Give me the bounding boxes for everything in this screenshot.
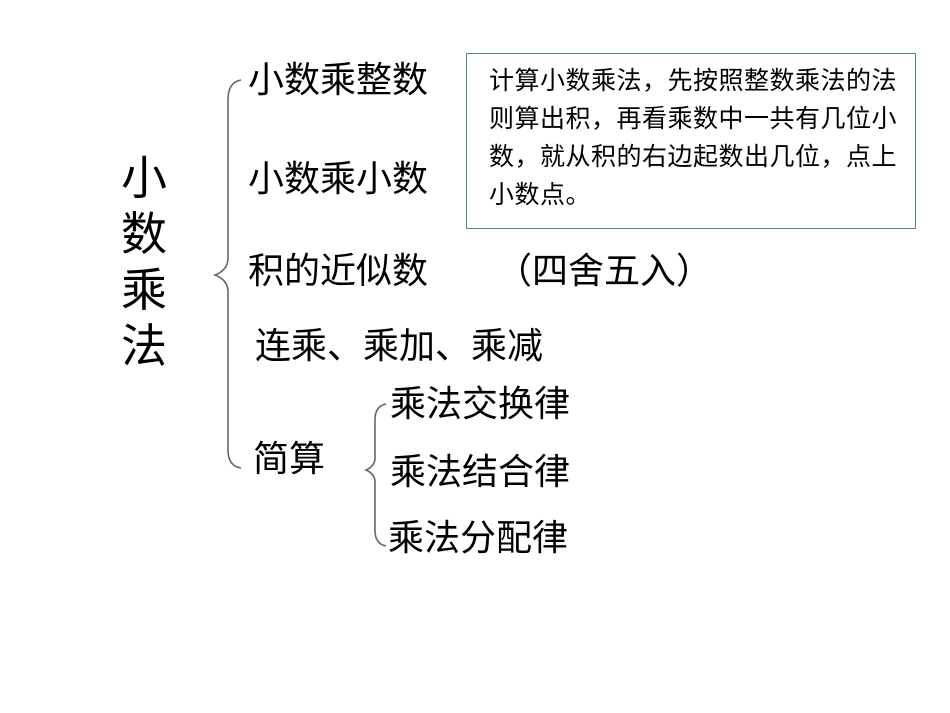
law-distributive: 乘法分配律 bbox=[388, 518, 569, 559]
main-title-char: 小 bbox=[121, 151, 167, 205]
branch-mixed-operations: 连乘、乘加、乘减 bbox=[255, 326, 544, 367]
branch-decimal-times-integer: 小数乘整数 bbox=[248, 60, 429, 101]
main-title: 小 数 乘 法 bbox=[112, 150, 176, 374]
main-title-char: 乘 bbox=[121, 263, 167, 317]
law-associative: 乘法结合律 bbox=[390, 452, 571, 493]
note-box: 计算小数乘法，先按照整数乘法的法则算出积，再看乘数中一共有几位小数，就从积的右边… bbox=[466, 53, 916, 229]
branch-simplification: 简算 bbox=[253, 439, 326, 480]
branch-product-approximation: 积的近似数 bbox=[248, 251, 429, 292]
laws-brace bbox=[364, 403, 387, 547]
main-title-char: 数 bbox=[121, 207, 167, 261]
branch-rounding-note: （四舍五入） bbox=[496, 251, 713, 292]
branch-decimal-times-decimal: 小数乘小数 bbox=[248, 159, 429, 200]
law-commutative: 乘法交换律 bbox=[390, 384, 571, 425]
note-text: 计算小数乘法，先按照整数乘法的法则算出积，再看乘数中一共有几位小数，就从积的右边… bbox=[489, 66, 898, 209]
main-title-char: 法 bbox=[121, 319, 167, 373]
main-brace bbox=[212, 79, 242, 469]
